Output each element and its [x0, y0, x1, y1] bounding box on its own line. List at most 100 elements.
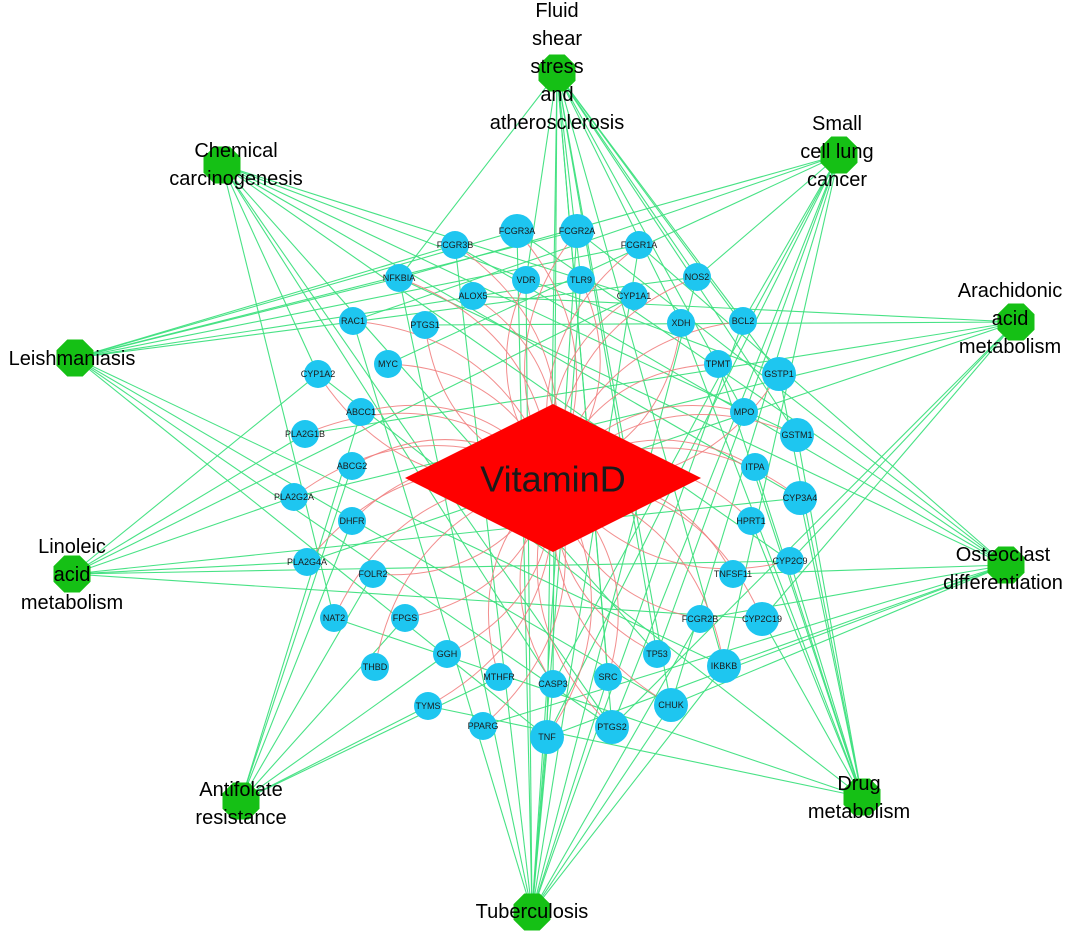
edge-linoleic-cyp2c19 [71, 573, 763, 620]
pathway-nodes [53, 54, 1035, 931]
pathway-node-sclc [820, 136, 858, 174]
gene-node-xdh [667, 309, 695, 337]
pathway-label-tb: Tuberculosis [476, 901, 589, 923]
edge-arach-ptgs1 [424, 321, 1017, 326]
pathway-label-line: carcinogenesis [169, 168, 302, 190]
pathway-label-line: Arachidonic [958, 280, 1063, 302]
gene-label-alox5: ALOX5 [458, 291, 487, 301]
gene-node-ggh [433, 640, 461, 668]
pathway-label-line: acid [992, 308, 1029, 330]
gene-label-cyp3a4: CYP3A4 [783, 493, 818, 503]
edge-antifol-tyms [240, 705, 429, 802]
edge-drug-cyp2c19 [761, 618, 863, 798]
edge-tb-fcgr2b [531, 618, 701, 913]
pathway-label-line: Small [812, 113, 862, 135]
gene-label-rac1: RAC1 [341, 316, 365, 326]
edge-linoleic-pla2g1b [71, 433, 306, 575]
pathway-node-chem [203, 146, 241, 184]
edge-leish-ikbkb [74, 357, 725, 667]
pathway-label-line: Linoleic [38, 536, 106, 558]
gene-label-tnfsf11: TNFSF11 [714, 569, 752, 579]
gene-label-cyp1a1: CYP1A1 [617, 291, 652, 301]
edge-linoleic-pla2g4a [71, 561, 308, 575]
gene-label-nos2: NOS2 [685, 272, 710, 282]
edge-linoleic-cyp2c9 [71, 560, 791, 575]
pathway-label-line: atherosclerosis [490, 112, 625, 134]
pathway-label-leish: Leishmaniasis [9, 348, 136, 370]
gene-node-tnf [530, 720, 564, 754]
edge-leish-tlr9 [74, 279, 582, 359]
gene-node-nos2 [683, 263, 711, 291]
gene-label-bcl2: BCL2 [732, 316, 755, 326]
gene-label-fcgr3a: FCGR3A [499, 226, 536, 236]
edge-drug-tpmt [717, 363, 863, 798]
gene-label-mpo: MPO [734, 407, 755, 417]
gene-label-nfkbia: NFKBIA [383, 273, 416, 283]
gene-node-fcgr1a [625, 231, 653, 259]
edge-leish-nos2 [74, 276, 698, 359]
pathway-label-line: Antifolate [199, 779, 282, 801]
edge-fluid-nfkbia [398, 72, 558, 279]
edge-fluid-vdr [525, 72, 558, 281]
gene-label-itpa: ITPA [745, 462, 764, 472]
gene-label-ptgs1: PTGS1 [410, 320, 440, 330]
pathway-label-line: Osteoclast [956, 544, 1051, 566]
edge-leish-ptgs2 [74, 357, 613, 728]
gene-node-cyp2c9 [776, 547, 804, 575]
gene-node-cyp3a4 [783, 481, 817, 515]
gene-label-fcgr2b: FCGR2B [682, 614, 719, 624]
edge-chem-casp3 [221, 164, 554, 685]
gene-node-cyp1a1 [620, 282, 648, 310]
gene-label-tpmt: TPMT [706, 359, 731, 369]
gene-node-nfkbia [385, 264, 413, 292]
gene-label-chuk: CHUK [658, 700, 684, 710]
gene-node-hprt1 [737, 507, 765, 535]
gene-node-rac1 [339, 307, 367, 335]
gene-node-myc [374, 350, 402, 378]
gene-label-abcg2: ABCG2 [337, 461, 368, 471]
edge-linoleic-pla2g2a [71, 496, 295, 575]
edge-fluid-tp53 [556, 72, 658, 655]
gene-label-cyp2c19: CYP2C19 [742, 614, 782, 624]
gene-node-pla2g4a [293, 548, 321, 576]
gene-node-mthfr [485, 663, 513, 691]
pathway-node-antifol [222, 782, 260, 820]
edge-antifol-folr2 [240, 573, 374, 802]
gene-node-fpgs [391, 604, 419, 632]
pathway-label-line: cancer [807, 169, 867, 191]
edge-chem-cyp1a2 [221, 164, 319, 375]
edge-tb-src [531, 676, 609, 913]
gene-label-tnf: TNF [538, 732, 556, 742]
gene-node-cyp2c19 [745, 602, 779, 636]
gene-node-dhfr [338, 507, 366, 535]
edge-osteo-ikbkb [723, 564, 1007, 667]
edge-linoleic-cyp1a2 [71, 373, 319, 575]
gene-node-tlr9 [567, 266, 595, 294]
edge-osteo-fcgr1a [638, 244, 1007, 566]
edge-chem-tp53 [221, 164, 658, 655]
edge-tb-fcgr1a [531, 244, 640, 913]
gene-node-fcgr2b [686, 605, 714, 633]
edge-tb-tlr9 [531, 279, 582, 913]
gene-node-pla2g2a [280, 483, 308, 511]
gene-node-tyms [414, 692, 442, 720]
pathway-label-line: differentiation [943, 572, 1063, 594]
edge-chem-nat2 [221, 164, 335, 619]
gene-node-src [594, 663, 622, 691]
edge-fluid-ikbkb [556, 72, 725, 667]
gene-label-src: SRC [598, 672, 618, 682]
edge-drug-hprt1 [750, 520, 863, 798]
gene-label-hprt1: HPRT1 [736, 516, 765, 526]
edge-tb-rac1 [352, 320, 533, 913]
edge-osteo-fcgr3b [454, 244, 1007, 566]
edge-sclc-casp3 [552, 154, 840, 685]
gene-label-folr2: FOLR2 [358, 569, 387, 579]
edge-fluid-ptgs2 [556, 72, 613, 728]
pathway-label-line: and [540, 84, 573, 106]
gene-node-vdr [512, 266, 540, 294]
edge-arach-ptgs2 [611, 321, 1017, 728]
gene-node-alox5 [459, 282, 487, 310]
gene-label-gstp1: GSTP1 [764, 369, 794, 379]
